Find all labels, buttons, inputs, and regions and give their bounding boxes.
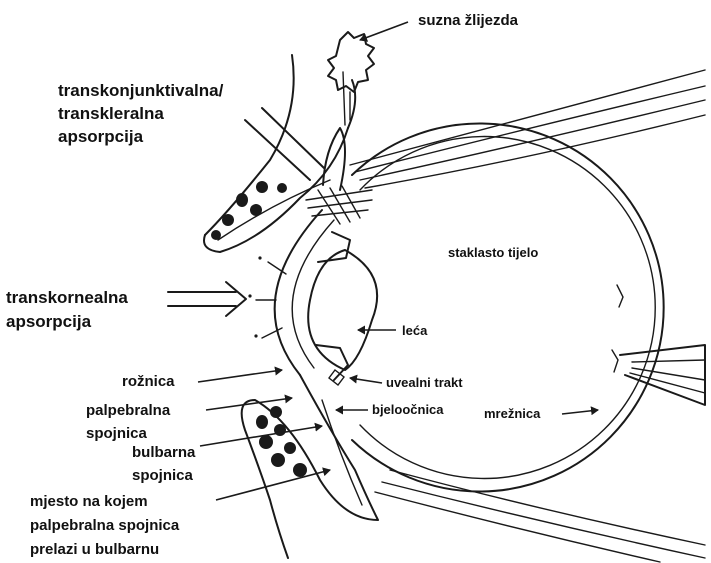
extraocular-muscles	[350, 70, 705, 562]
retina-pointer	[562, 410, 598, 414]
label-bulbar-1: bulbarna	[132, 444, 196, 461]
optic-nerve	[620, 345, 705, 405]
label-uveal-tract: uvealni trakt	[386, 375, 463, 390]
lacrimal-gland-pointer	[360, 22, 408, 40]
label-transition-1: mjesto na kojem	[30, 493, 148, 510]
label-lens: leća	[402, 323, 428, 338]
cornea-shape	[248, 210, 334, 375]
label-transition-2: palpebralna spojnica	[30, 517, 180, 534]
label-transconjunctival-1: transkonjunktivalna/	[58, 81, 224, 100]
eyeball	[352, 124, 664, 492]
label-transconjunctival-3: apsorpcija	[58, 127, 144, 146]
transconjunctival-arrow	[245, 108, 324, 180]
label-sclera: bjeloočnica	[372, 402, 444, 417]
label-transition-3: prelazi u bulbarnu	[30, 541, 159, 558]
cornea-pointer	[198, 370, 282, 382]
uveal-tract-pointer	[350, 378, 382, 383]
label-retina: mrežnica	[484, 406, 541, 421]
label-transcorneal-2: apsorpcija	[6, 312, 92, 331]
label-transconjunctival-2: transkleralna	[58, 104, 164, 123]
label-transcorneal-1: transkornealna	[6, 288, 128, 307]
label-vitreous: staklasto tijelo	[448, 245, 538, 260]
label-palpebral-1: palpebralna	[86, 402, 171, 419]
label-palpebral-2: spojnica	[86, 425, 148, 442]
transition-pointer	[216, 470, 330, 500]
label-cornea: rožnica	[122, 373, 175, 390]
label-lacrimal-gland: suzna žlijezda	[418, 12, 519, 29]
label-bulbar-2: spojnica	[132, 467, 194, 484]
transcorneal-arrow	[168, 282, 246, 316]
